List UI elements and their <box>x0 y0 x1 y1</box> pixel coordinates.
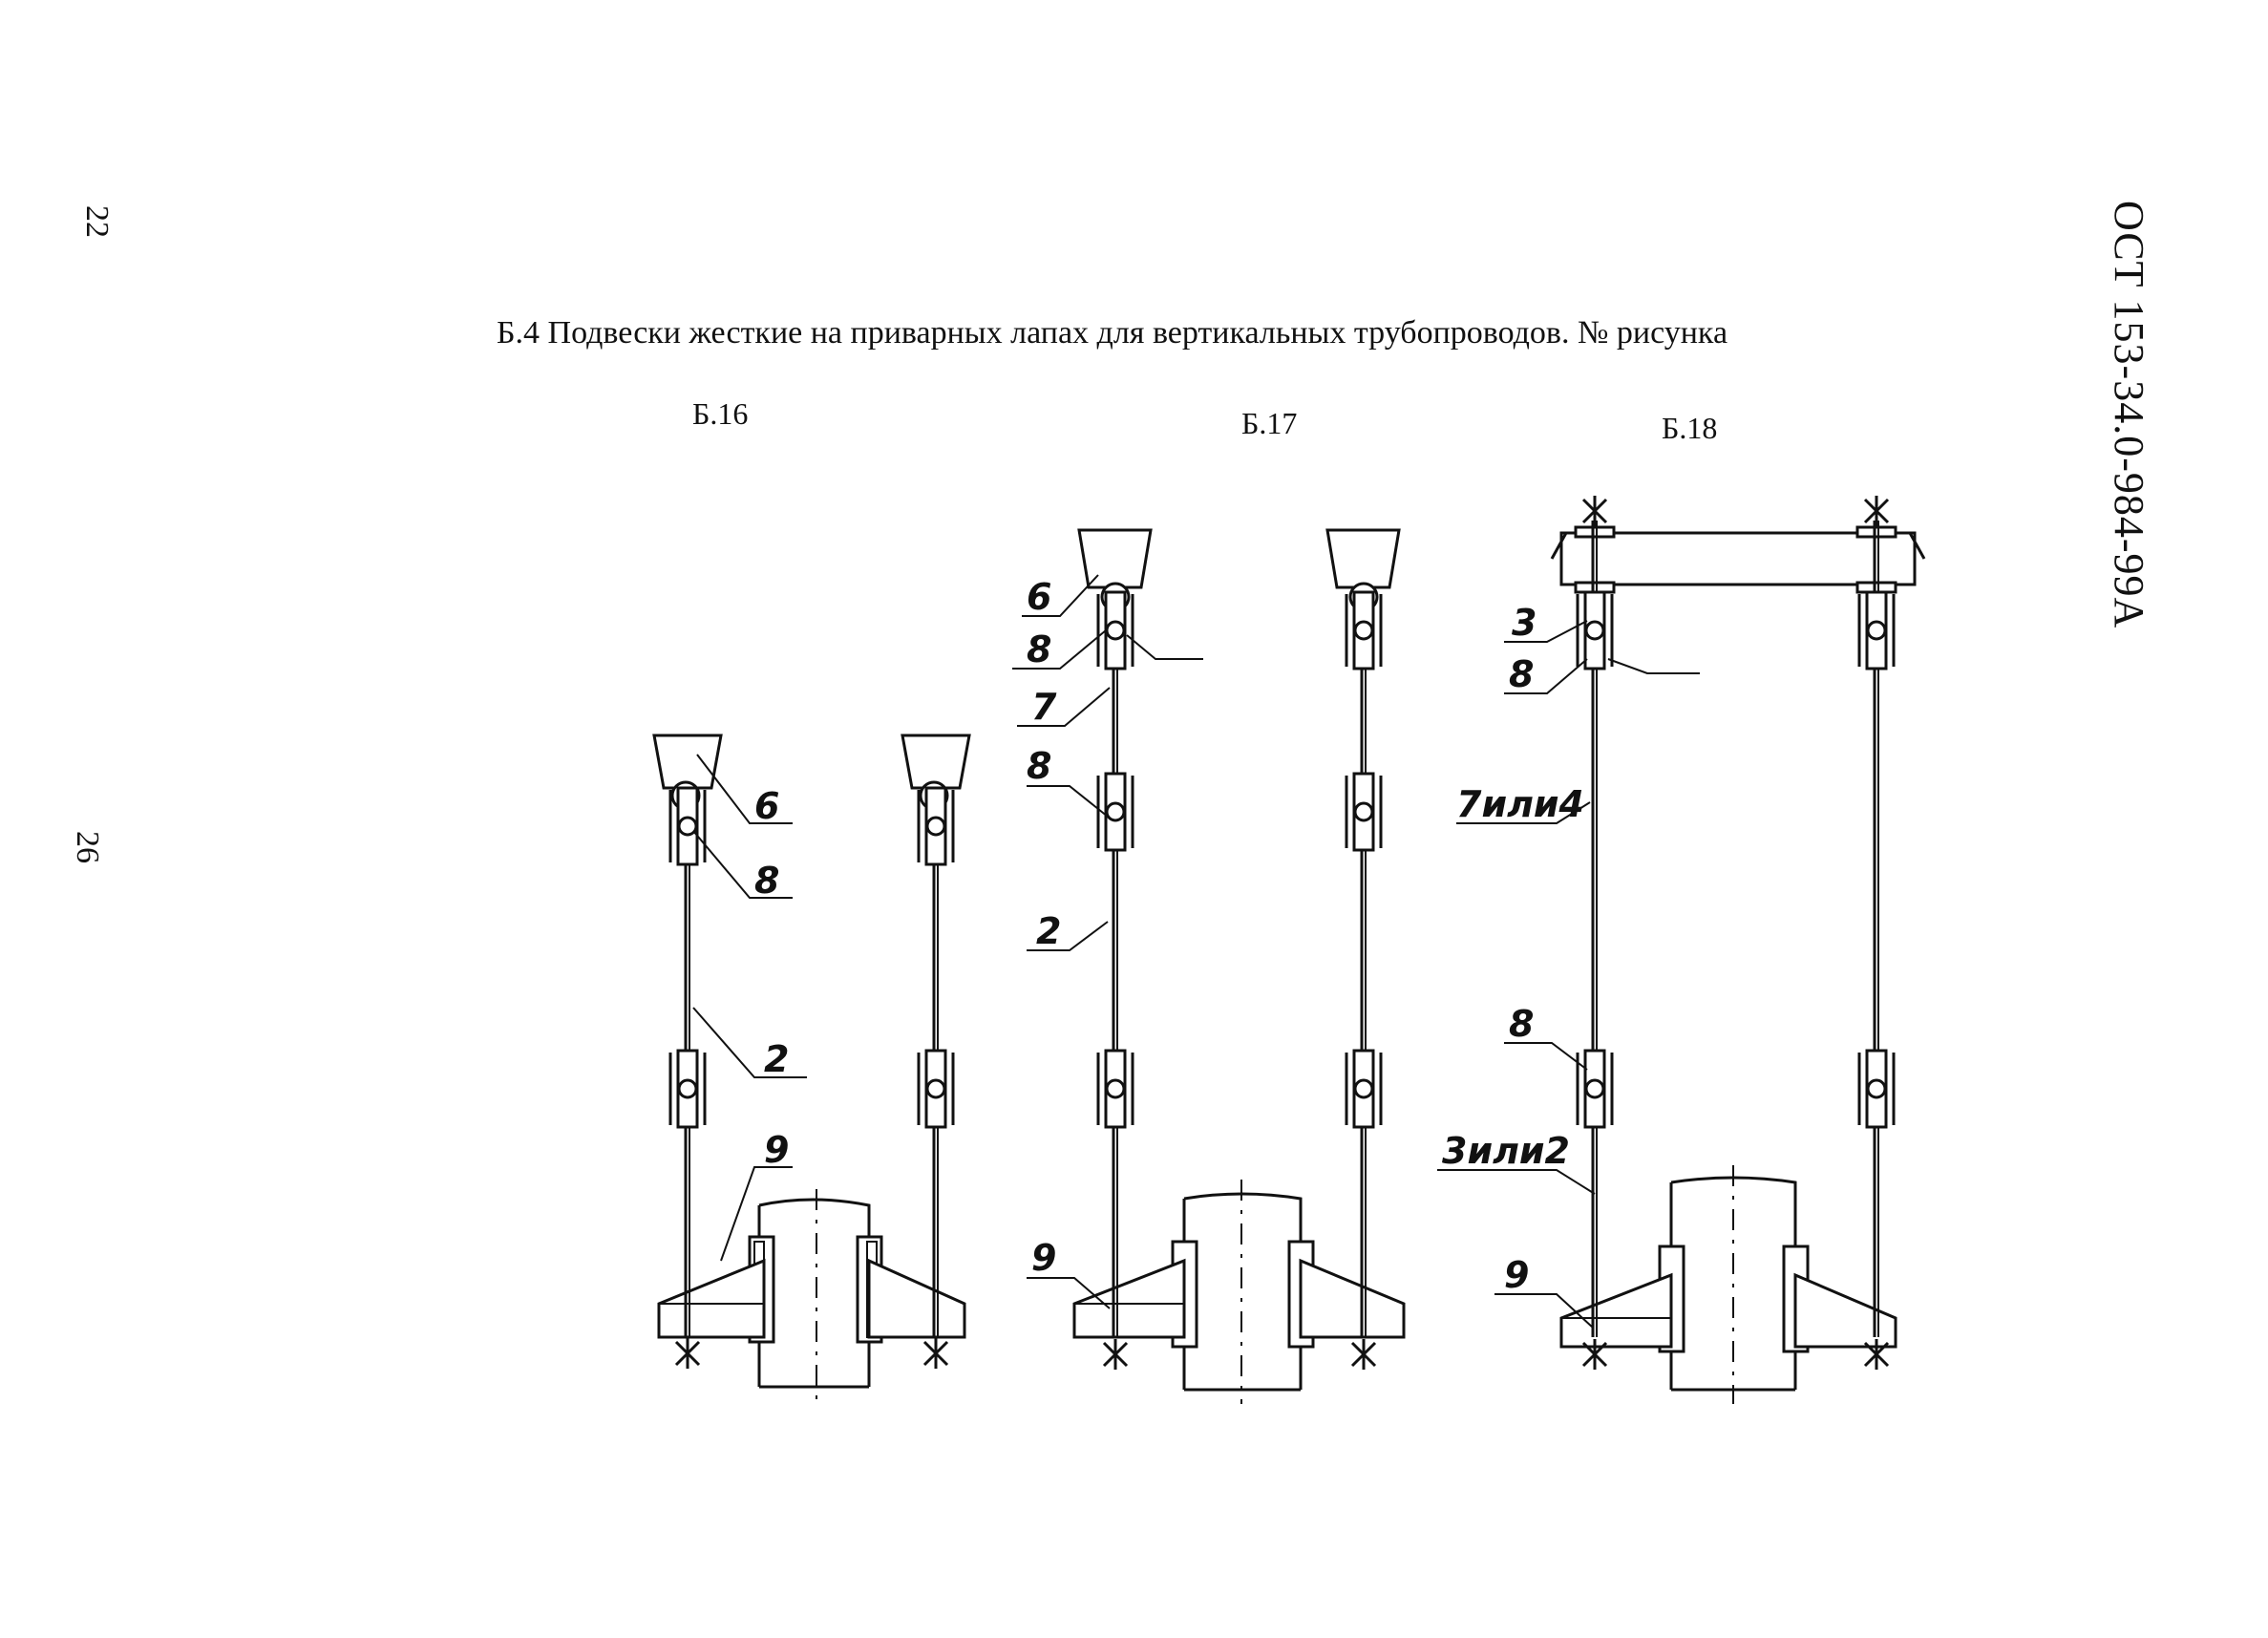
callout-b18-3: 3 <box>1512 602 1537 644</box>
callout-b18-8a: 8 <box>1509 653 1534 695</box>
section-heading: Б.4 Подвески жесткие на приварных лапах … <box>497 315 1728 351</box>
callout-b17-2: 2 <box>1036 910 1061 952</box>
figure-b16: 6 8 2 9 <box>652 734 971 1404</box>
callout-b16-2: 2 <box>764 1038 789 1080</box>
callout-b17-8b: 8 <box>1027 745 1051 787</box>
callout-b16-8: 8 <box>754 860 779 902</box>
callout-b17-7: 7 <box>1031 686 1057 728</box>
callout-b17-9: 9 <box>1031 1237 1056 1279</box>
callout-b18-3or2: 3или2 <box>1442 1130 1570 1172</box>
figure-label-b18: Б.18 <box>1662 411 1718 445</box>
callout-b18-8b: 8 <box>1509 1003 1534 1045</box>
callout-b18-9: 9 <box>1504 1254 1529 1296</box>
callout-b16-9: 9 <box>764 1129 789 1171</box>
figure-b17: 6 8 7 8 2 9 <box>1012 528 1406 1404</box>
callout-b16-6: 6 <box>754 785 779 827</box>
callout-b18-7or4: 7или4 <box>1456 783 1584 825</box>
figure-label-b17: Б.17 <box>1241 406 1298 440</box>
callout-b17-6: 6 <box>1027 576 1051 618</box>
callout-b17-8a: 8 <box>1027 628 1051 670</box>
figure-label-b16: Б.16 <box>692 396 749 431</box>
figure-b18: 3 8 7или4 8 3или2 9 <box>1437 494 1926 1404</box>
